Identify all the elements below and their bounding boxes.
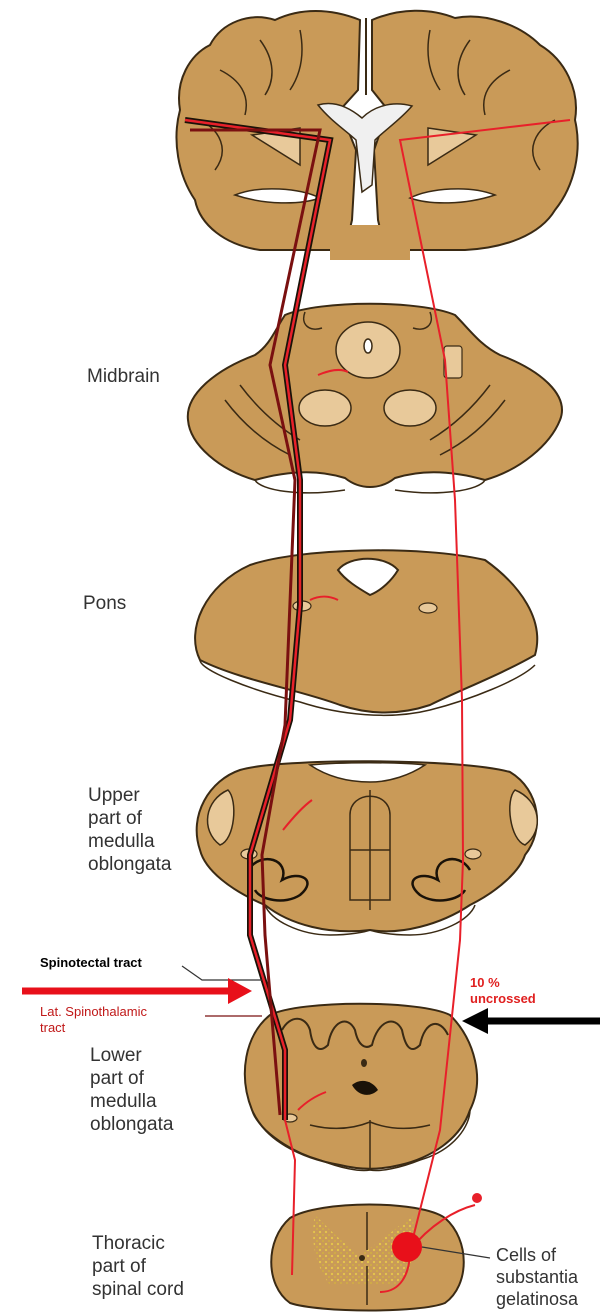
spinotectal-label: Spinotectal tract (40, 955, 142, 971)
cells-label: Cells of substantia gelatinosa (496, 1244, 578, 1310)
upper-medulla-label: Upper part of medulla oblongata (88, 784, 171, 876)
uncrossed-label: 10 % uncrossed (470, 975, 536, 1007)
midbrain-label: Midbrain (87, 365, 160, 388)
midbrain-section (188, 304, 562, 493)
spinotectal-leader (182, 966, 262, 980)
cerebral-aqueduct (364, 339, 372, 353)
lower-medulla-label: Lower part of medulla oblongata (90, 1044, 173, 1136)
thoracic-cord-section (271, 1205, 464, 1311)
substantia-gelatinosa-cells (392, 1232, 422, 1262)
brain-coronal-section (176, 11, 577, 260)
lat-spinothalamic-label: Lat. Spinothalamic tract (40, 1004, 147, 1036)
thoracic-cord-label: Thoracic part of spinal cord (92, 1232, 184, 1301)
pons-section (195, 550, 537, 715)
pons-label: Pons (83, 592, 126, 615)
